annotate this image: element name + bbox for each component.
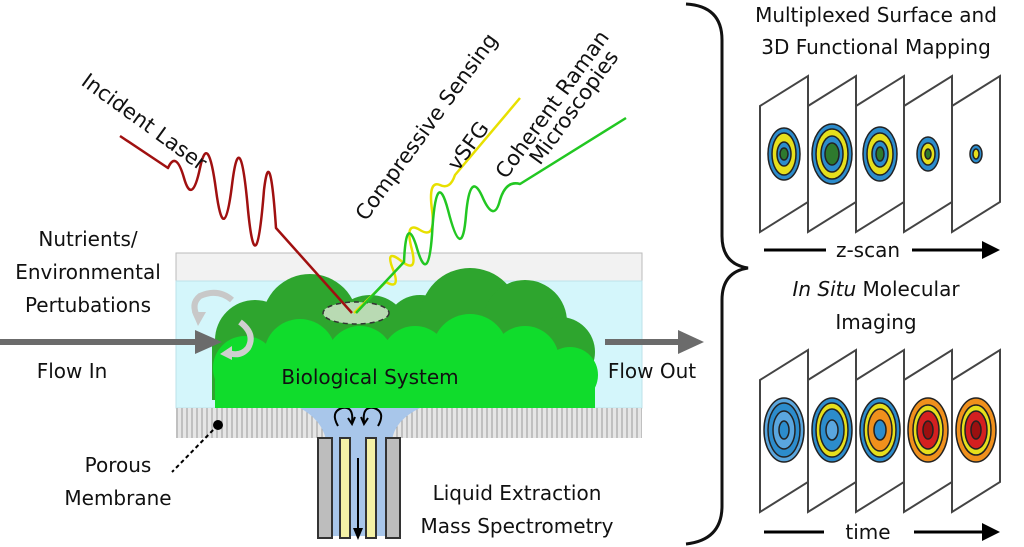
zscan-slice — [903, 74, 953, 234]
label-incident-laser: Incident Laser — [77, 69, 211, 176]
label-vsfg: vSFG — [443, 117, 494, 175]
lems-probe — [317, 406, 401, 540]
time-slice — [855, 348, 905, 514]
label-nutrients-3: Pertubations — [25, 293, 151, 317]
flow-in-arrow — [0, 330, 222, 354]
circular-flow-icon — [191, 289, 254, 360]
time-slice — [807, 348, 857, 514]
label-lems-2: Mass Spectrometry — [421, 514, 614, 538]
incident-laser-beam — [119, 134, 353, 314]
label-porous-1: Porous — [85, 453, 152, 477]
flow-out-arrow — [605, 330, 704, 354]
label-raman-1: Coherent Raman — [491, 26, 614, 183]
raman-beam — [355, 116, 627, 314]
zscan-slice — [855, 74, 905, 234]
time-slice — [903, 348, 953, 514]
label-insitu: In Situ Molecular — [792, 277, 960, 301]
zscan-slice-stack — [759, 74, 1001, 234]
zscan-arrow — [764, 241, 1000, 259]
label-flow-in: Flow In — [37, 359, 108, 383]
label-time: time — [845, 520, 890, 544]
top-window — [175, 252, 643, 282]
label-nutrients-1: Nutrients/ — [38, 227, 138, 251]
label-insitu-rest: Molecular — [856, 277, 960, 301]
pointer-dot-icon — [171, 420, 223, 473]
time-arrow — [764, 523, 1000, 541]
label-insitu-italic: In Situ — [792, 277, 856, 301]
label-zscan: z-scan — [836, 238, 900, 262]
zscan-slice — [807, 74, 857, 234]
time-slice-stack — [759, 348, 1001, 514]
time-slice — [951, 348, 1001, 514]
label-biological-system: Biological System — [281, 365, 458, 389]
label-porous-2: Membrane — [64, 486, 171, 510]
extraction-funnel — [300, 408, 420, 440]
label-flow-out: Flow Out — [608, 359, 696, 383]
right-brace — [685, 2, 749, 546]
label-mapping-1: Multiplexed Surface and — [755, 3, 997, 27]
label-imaging: Imaging — [835, 310, 916, 334]
label-mapping-2: 3D Functional Mapping — [761, 35, 991, 59]
time-slice — [759, 348, 809, 514]
label-nutrients-2: Environmental — [15, 260, 161, 284]
zscan-slice — [759, 74, 809, 234]
zscan-slice — [951, 74, 1001, 234]
label-lems-1: Liquid Extraction — [433, 481, 602, 505]
